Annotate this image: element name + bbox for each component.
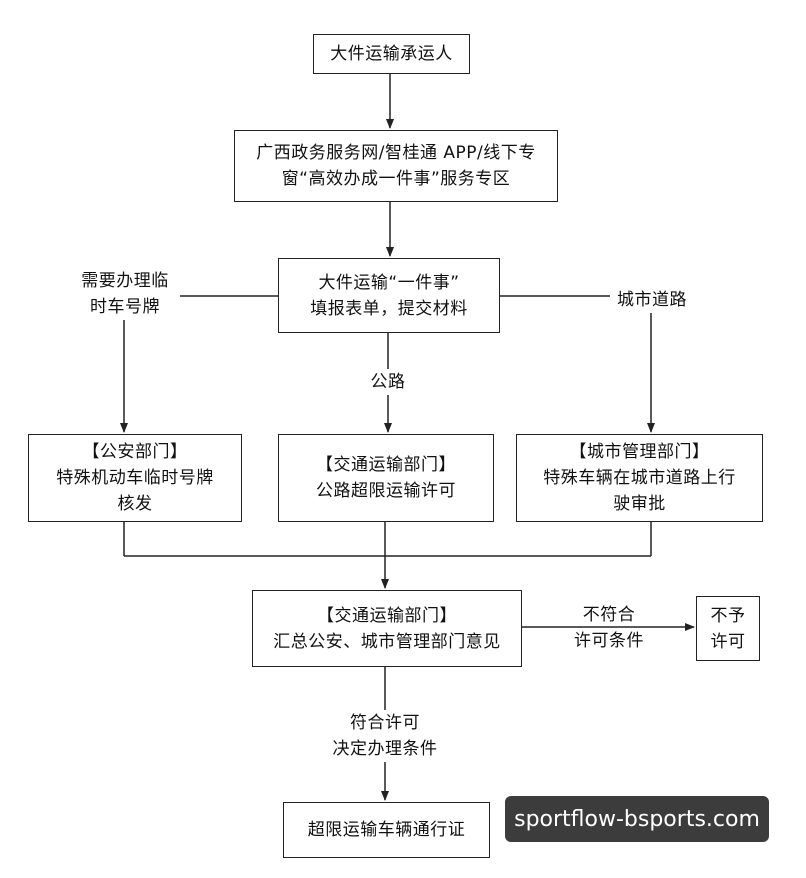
node-applicant-text: 大件运输承运人 [330,44,453,64]
node-summary-line-1: 【交通运输部门】 [317,605,457,626]
node-urban-line-3: 驶审批 [613,494,666,514]
edge-label-qualified: 符合许可 决定办理条件 [318,710,452,762]
edge-label-highway: 公路 [366,369,410,395]
node-urban-line-2: 特殊车辆在城市道路上行 [543,468,736,488]
node-portal-line-1: 广西政务服务网/智桂通 APP/线下专 [256,143,536,163]
edge-label-highway-text: 公路 [370,372,406,392]
edge-label-not-qualified-line-2: 许可条件 [574,631,644,651]
edge-label-not-qualified: 不符合 许可条件 [564,602,654,654]
node-reject-line-2: 许可 [710,631,746,652]
node-summary: 【交通运输部门】 汇总公安、城市管理部门意见 [252,590,522,667]
node-summary-line-2: 汇总公安、城市管理部门意见 [273,631,501,652]
edge-label-qualified-line-2: 决定办理条件 [332,739,438,759]
watermark-badge: sportflow-bsports.com [505,796,769,842]
node-police-line-3: 核发 [117,494,153,514]
watermark-text: sportflow-bsports.com [514,806,760,832]
node-reject-line-1: 不予 [710,605,746,626]
edge-label-temp-plate-line-2: 时车号牌 [90,297,160,317]
node-transport: 【交通运输部门】 公路超限运输许可 [278,434,494,522]
node-applicant: 大件运输承运人 [313,34,470,74]
node-permit: 超限运输车辆通行证 [283,802,490,858]
edge-label-qualified-line-1: 符合许可 [350,713,420,733]
edge-label-temp-plate: 需要办理临 时车号牌 [70,268,180,320]
edge-label-not-qualified-line-1: 不符合 [582,605,636,625]
node-submit: 大件运输“一件事” 填报表单，提交材料 [278,258,500,333]
node-permit-text: 超限运输车辆通行证 [307,820,466,840]
node-transport-line-2: 公路超限运输许可 [316,481,456,501]
node-portal-line-2: 窗“高效办成一件事”服务专区 [281,169,511,189]
node-urban: 【城市管理部门】 特殊车辆在城市道路上行 驶审批 [516,434,763,522]
node-urban-line-1: 【城市管理部门】 [569,442,710,462]
edge-label-urban-road: 城市道路 [610,287,694,313]
node-submit-line-1: 大件运输“一件事” [318,272,460,293]
node-police: 【公安部门】 特殊机动车临时号牌 核发 [28,434,242,522]
edge-label-urban-road-text: 城市道路 [617,290,687,310]
node-portal: 广西政务服务网/智桂通 APP/线下专 窗“高效办成一件事”服务专区 [234,130,558,202]
node-police-line-1: 【公安部门】 [82,442,188,462]
edge-label-temp-plate-line-1: 需要办理临 [81,271,169,291]
node-reject: 不予 许可 [696,596,760,661]
node-police-line-2: 特殊机动车临时号牌 [56,468,214,488]
node-submit-line-2: 填报表单，提交材料 [310,298,468,319]
node-transport-line-1: 【交通运输部门】 [316,455,456,475]
